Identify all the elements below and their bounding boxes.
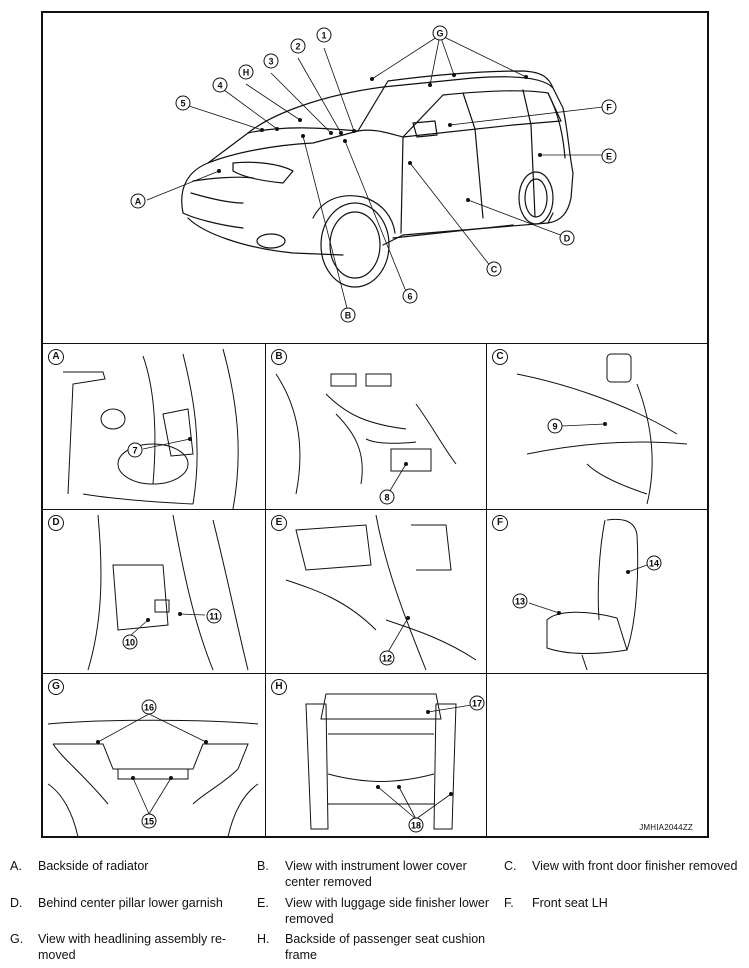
panel-e-letter: E	[271, 515, 287, 531]
callout-8: 8	[384, 493, 389, 503]
legend-text: View with luggage side finisher lower re…	[285, 896, 490, 926]
panel-f: 14 13 F	[486, 509, 707, 673]
legend-text: Backside of passenger seat cushion frame	[285, 932, 486, 962]
callout-5: 5	[180, 99, 185, 109]
figure-code: JMHIA2044ZZ	[639, 823, 693, 832]
legend-key: E.	[257, 896, 269, 910]
callout-c: C	[491, 265, 498, 275]
legend-key: F.	[504, 896, 514, 910]
callout-3: 3	[268, 57, 273, 67]
legend-text: Backside of radiator	[38, 859, 149, 873]
panel-h-letter: H	[271, 679, 287, 695]
callout-2: 2	[295, 42, 300, 52]
callout-16: 16	[144, 703, 154, 713]
panel-a: 7 A	[43, 343, 265, 509]
callout-14: 14	[649, 559, 659, 569]
callout-6: 6	[407, 292, 412, 302]
callout-f: F	[606, 103, 612, 113]
legend-text: View with instrument lower cover center …	[285, 859, 467, 889]
panel-empty: JMHIA2044ZZ	[486, 673, 707, 836]
callout-15: 15	[144, 817, 154, 827]
panel-c: 9 C	[486, 343, 707, 509]
callout-1: 1	[321, 31, 326, 41]
legend-key: D.	[10, 896, 23, 910]
panel-e: 12 E	[265, 509, 486, 673]
panel-b-letter: B	[271, 349, 287, 365]
legend-key: C.	[504, 859, 517, 873]
panel-f-letter: F	[492, 515, 508, 531]
callout-d: D	[564, 234, 571, 244]
legend-key: A.	[10, 859, 22, 873]
panel-a-letter: A	[48, 349, 64, 365]
callout-13: 13	[515, 597, 525, 607]
callout-17: 17	[472, 699, 482, 709]
panel-h: 17 18 H	[265, 673, 486, 836]
vehicle-overview: 1 2 3 H 4 5 A B 6 C D E F G	[43, 13, 707, 343]
vehicle-drawing: 1 2 3 H 4 5 A B 6 C D E F G	[130, 25, 617, 323]
callout-10: 10	[125, 638, 135, 648]
callout-g: G	[436, 29, 443, 39]
callout-b: B	[345, 311, 352, 321]
legend-text: Front seat LH	[532, 896, 608, 910]
legend-key: G.	[10, 932, 24, 946]
legend-text: View with front door finisher removed	[532, 859, 738, 873]
callout-18: 18	[411, 821, 421, 831]
legend-text: Behind center pillar lower garnish	[38, 896, 223, 910]
panel-g: 16 15 G	[43, 673, 265, 836]
callout-12: 12	[382, 654, 392, 664]
callout-4: 4	[217, 81, 222, 91]
figure-frame: 1 2 3 H 4 5 A B 6 C D E F G	[41, 11, 709, 838]
callout-11: 11	[209, 612, 219, 622]
panel-d-letter: D	[48, 515, 64, 531]
callout-a: A	[135, 197, 142, 207]
panel-b: 8 B	[265, 343, 486, 509]
panel-c-letter: C	[492, 349, 508, 365]
legend: A. Backside of radiator B. View with ins…	[0, 850, 749, 968]
callout-h: H	[243, 68, 250, 78]
legend-key: H.	[257, 932, 270, 946]
callout-e: E	[606, 152, 612, 162]
panel-d: 11 10 D	[43, 509, 265, 673]
legend-text: View with headlining assembly re-moved	[38, 932, 227, 962]
callout-9: 9	[552, 422, 557, 432]
callout-7: 7	[132, 446, 137, 456]
legend-key: B.	[257, 859, 269, 873]
panel-g-letter: G	[48, 679, 64, 695]
